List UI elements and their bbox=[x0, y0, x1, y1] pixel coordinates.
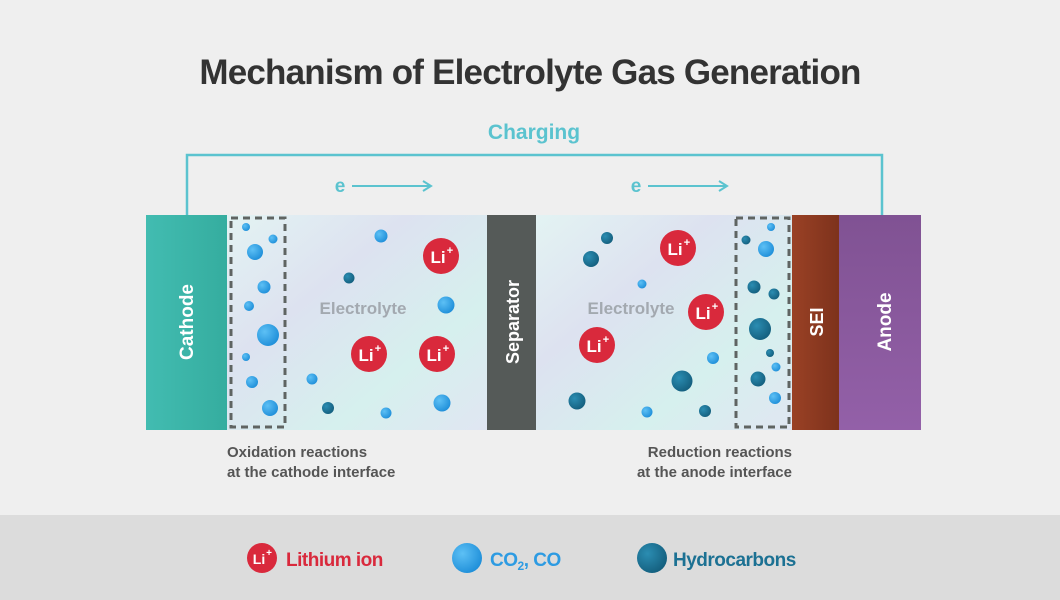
legend-bar bbox=[0, 515, 1060, 600]
gas-bubble bbox=[246, 376, 258, 388]
gas-bubble bbox=[257, 280, 271, 294]
gas-bubble bbox=[769, 392, 781, 404]
gas-bubble bbox=[637, 279, 647, 289]
hydrocarbon-particle bbox=[568, 392, 586, 410]
particle-layer: Li + Li + Li + Li + Li + Li + bbox=[242, 223, 781, 419]
legend: Li + Lithium ion CO2, CO Hydrocarbons bbox=[247, 543, 796, 573]
sei-label: SEI bbox=[807, 307, 827, 336]
lithium-ion-label: Li bbox=[667, 240, 682, 259]
lithium-ion: Li + bbox=[423, 238, 459, 274]
hydrocarbon-particle bbox=[766, 349, 774, 357]
gas-bubble bbox=[380, 407, 392, 419]
gas-bubble-icon bbox=[452, 543, 482, 573]
electrolyte-right-label: Electrolyte bbox=[588, 299, 675, 318]
separator-layer bbox=[487, 215, 536, 430]
lithium-ion-charge: + bbox=[684, 237, 690, 249]
cathode-interface-box bbox=[229, 216, 287, 429]
lithium-ion-charge: + bbox=[712, 301, 718, 313]
gas-bubble bbox=[242, 353, 250, 361]
cathode-label: Cathode bbox=[177, 284, 198, 360]
gas-bubble bbox=[244, 301, 254, 311]
electrolyte-left-label: Electrolyte bbox=[320, 299, 407, 318]
gas-bubble bbox=[641, 406, 653, 418]
electron-label-left: e bbox=[335, 176, 346, 197]
lithium-ion-label: Li bbox=[358, 346, 373, 365]
hydrocarbon-particle bbox=[747, 280, 761, 294]
lithium-ion-charge: + bbox=[443, 343, 449, 355]
reduction-caption-line2: at the anode interface bbox=[637, 464, 792, 481]
legend-hydrocarbons-label: Hydrocarbons bbox=[673, 550, 796, 571]
gas-bubble bbox=[771, 362, 781, 372]
gas-bubble bbox=[268, 234, 278, 244]
hydrocarbon-particle bbox=[749, 318, 771, 340]
lithium-ion-label: Li bbox=[426, 346, 441, 365]
charging-circuit-line bbox=[185, 153, 884, 215]
charging-label: Charging bbox=[488, 121, 580, 144]
lithium-ion-label: Li bbox=[586, 337, 601, 356]
gas-bubble bbox=[247, 244, 263, 260]
lithium-ion-charge: + bbox=[447, 245, 453, 257]
lithium-ion-label: Li bbox=[695, 304, 710, 323]
lithium-ion: Li + bbox=[660, 230, 696, 266]
gas-bubble bbox=[433, 394, 451, 412]
lithium-ion: Li + bbox=[579, 327, 615, 363]
hydrocarbon-particle bbox=[583, 251, 599, 267]
lithium-ion-icon bbox=[247, 543, 277, 573]
lithium-ion-label: Li bbox=[430, 248, 445, 267]
hydrocarbon-icon bbox=[637, 543, 667, 573]
hydrocarbon-particle bbox=[699, 405, 711, 417]
electron-label-right: e bbox=[631, 176, 642, 197]
legend-ion-charge: + bbox=[266, 548, 272, 559]
hydrocarbon-particle bbox=[343, 272, 355, 284]
hydrocarbon-particle bbox=[750, 371, 766, 387]
hydrocarbon-particle bbox=[671, 370, 693, 392]
gas-bubble bbox=[242, 223, 250, 231]
gas-bubble bbox=[374, 229, 388, 243]
gas-bubble bbox=[306, 373, 318, 385]
gas-bubble bbox=[262, 400, 278, 416]
lithium-ion: Li + bbox=[419, 336, 455, 372]
anode-layer bbox=[839, 215, 921, 430]
oxidation-caption-line2: at the cathode interface bbox=[227, 464, 395, 481]
oxidation-caption-line1: Oxidation reactions bbox=[227, 444, 367, 461]
anode-interface-box bbox=[734, 216, 791, 429]
gas-bubble bbox=[767, 223, 775, 231]
diagram-title: Mechanism of Electrolyte Gas Generation bbox=[199, 53, 860, 92]
cathode-layer bbox=[146, 215, 227, 430]
hydrocarbon-particle bbox=[768, 288, 780, 300]
lithium-ion: Li + bbox=[351, 336, 387, 372]
gas-bubble bbox=[707, 352, 719, 364]
gas-bubble bbox=[437, 296, 455, 314]
gas-bubble bbox=[257, 324, 279, 346]
hydrocarbon-particle bbox=[601, 232, 613, 244]
legend-ion-label: Li bbox=[253, 551, 265, 567]
legend-item-gas: CO2, CO bbox=[452, 543, 561, 573]
legend-gas-label: CO2, CO bbox=[490, 550, 561, 573]
legend-item-lithium: Li + Lithium ion bbox=[247, 543, 383, 573]
hydrocarbon-particle bbox=[322, 402, 334, 414]
electron-arrow-right: e bbox=[631, 176, 729, 197]
legend-lithium-label: Lithium ion bbox=[286, 550, 383, 571]
separator-label: Separator bbox=[503, 280, 523, 364]
hydrocarbon-particle bbox=[741, 235, 751, 245]
lithium-ion: Li + bbox=[688, 294, 724, 330]
reduction-caption-line1: Reduction reactions bbox=[648, 444, 792, 461]
legend-item-hydrocarbons: Hydrocarbons bbox=[637, 543, 796, 573]
anode-label: Anode bbox=[875, 292, 896, 351]
lithium-ion-charge: + bbox=[375, 343, 381, 355]
electron-arrow-left: e bbox=[335, 176, 433, 197]
gas-bubble bbox=[758, 241, 774, 257]
sei-layer bbox=[792, 215, 839, 430]
lithium-ion-charge: + bbox=[603, 334, 609, 346]
